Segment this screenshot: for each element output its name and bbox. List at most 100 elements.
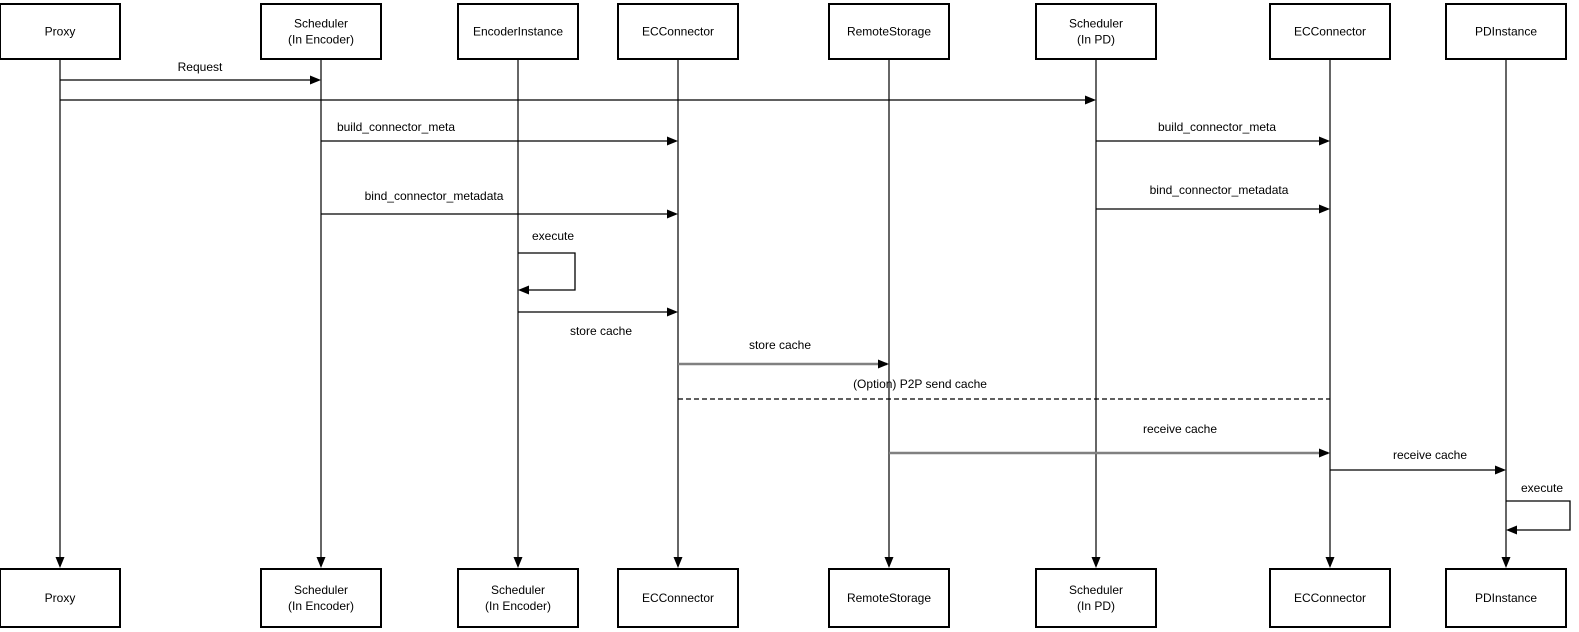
participant-top-proxy-rect <box>0 3 121 60</box>
message-receive-cache-remotestorage-to-ecconnector: receive cache <box>889 422 1330 458</box>
message-bind-connector-metadata-encoder: bind_connector_metadata <box>321 189 678 219</box>
participant-bottom-ec-connector-1-label: ECConnector <box>642 591 714 605</box>
participant-bottom-ec-connector-1: ECConnector <box>617 568 739 628</box>
lifeline-scheduler-encoder <box>316 59 326 568</box>
participant-bottom-ec-connector-1-rect <box>617 568 739 628</box>
participant-bottom-encoder-instance: Scheduler(In Encoder) <box>457 568 579 628</box>
participant-top-encoder-instance-rect <box>457 3 579 60</box>
message-store-cache-encoder-to-ecconnector: store cache <box>518 307 678 338</box>
message-proxy-to-scheduler-pd <box>60 95 1096 105</box>
participant-top-scheduler-pd-rect <box>1035 3 1157 60</box>
message-label: Request <box>178 60 223 74</box>
lifeline-ec-connector-1 <box>673 59 683 568</box>
participant-top-pd-instance-label: PDInstance <box>1475 25 1537 39</box>
arrowhead-down-icon <box>513 557 523 568</box>
participant-top-remote-storage: RemoteStorage <box>828 3 950 60</box>
participant-bottom-encoder-instance-label: Scheduler(In Encoder) <box>485 583 551 613</box>
message-store-cache-ecconnector-to-remotestorage: store cache <box>678 338 889 369</box>
message-label: receive cache <box>1143 422 1217 436</box>
participant-top-proxy: Proxy <box>0 3 121 60</box>
participant-top-ec-connector-1-label: ECConnector <box>642 25 714 39</box>
arrowhead-down-icon <box>1091 557 1101 568</box>
participant-bottom-pd-instance-label: PDInstance <box>1475 591 1537 605</box>
arrowhead-right-icon <box>1495 465 1506 475</box>
participant-bottom-proxy: Proxy <box>0 568 121 628</box>
participant-top-ec-connector-2: ECConnector <box>1269 3 1391 60</box>
message-bind-connector-metadata-pd: bind_connector_metadata <box>1096 183 1330 214</box>
lifeline-proxy <box>55 59 65 568</box>
arrowhead-right-icon <box>1319 204 1330 214</box>
message-label: bind_connector_metadata <box>365 189 504 203</box>
lifeline-scheduler-pd <box>1091 59 1101 568</box>
arrowhead-right-icon <box>667 307 678 317</box>
participant-top-scheduler-encoder-label: Scheduler(In Encoder) <box>288 17 354 47</box>
participant-top-pd-instance-rect <box>1445 3 1567 60</box>
participant-bottom-encoder-instance-rect <box>457 568 579 628</box>
participant-bottom-remote-storage-rect <box>828 568 950 628</box>
participant-bottom-ec-connector-2-label: ECConnector <box>1294 591 1366 605</box>
arrowhead-down-icon <box>1501 557 1511 568</box>
participant-bottom-scheduler-pd: Scheduler(In PD) <box>1035 568 1157 628</box>
message-label: bind_connector_metadata <box>1150 183 1289 197</box>
arrowhead-right-icon <box>1319 136 1330 146</box>
lifeline-ec-connector-2 <box>1325 59 1335 568</box>
participant-bottom-scheduler-encoder-label: Scheduler(In Encoder) <box>288 583 354 613</box>
participant-top-scheduler-encoder: Scheduler(In Encoder) <box>260 3 382 60</box>
participant-bottom-pd-instance-rect <box>1445 568 1567 628</box>
participant-top-scheduler-pd-label: Scheduler(In PD) <box>1069 17 1123 47</box>
participant-bottom-scheduler-pd-label: Scheduler(In PD) <box>1069 583 1123 613</box>
self-message-line <box>518 252 576 291</box>
arrowhead-right-icon <box>878 359 889 369</box>
participant-top-encoder-instance-label: EncoderInstance <box>473 25 563 39</box>
participant-top-ec-connector-1-rect <box>617 3 739 60</box>
arrowhead-right-icon <box>667 136 678 146</box>
participant-bottom-pd-instance: PDInstance <box>1445 568 1567 628</box>
message-label: store cache <box>749 338 811 352</box>
self-message-line <box>1506 500 1571 531</box>
participant-bottom-remote-storage: RemoteStorage <box>828 568 950 628</box>
participant-bottom-scheduler-pd-rect <box>1035 568 1157 628</box>
lifeline-remote-storage <box>884 59 894 568</box>
arrowhead-down-icon <box>673 557 683 568</box>
message-execute-pd-instance: execute <box>1506 481 1571 535</box>
message-label: execute <box>1521 481 1563 495</box>
arrowhead-down-icon <box>55 557 65 568</box>
participant-top-remote-storage-label: RemoteStorage <box>847 25 931 39</box>
arrowhead-down-icon <box>884 557 894 568</box>
participant-bottom-proxy-rect <box>0 568 121 628</box>
participant-top-pd-instance: PDInstance <box>1445 3 1567 60</box>
arrowhead-right-icon <box>1085 95 1096 105</box>
arrowhead-right-icon <box>667 209 678 219</box>
arrowhead-right-icon <box>310 75 321 85</box>
arrowhead-left-icon <box>518 285 529 295</box>
lifeline-pd-instance <box>1501 59 1511 568</box>
participant-top-scheduler-encoder-rect <box>260 3 382 60</box>
participant-top-encoder-instance: EncoderInstance <box>457 3 579 60</box>
participant-top-ec-connector-1: ECConnector <box>617 3 739 60</box>
message-build-connector-meta-encoder: build_connector_meta <box>321 120 678 146</box>
participant-bottom-scheduler-encoder-rect <box>260 568 382 628</box>
message-execute-encoder-instance: execute <box>518 229 576 295</box>
participant-top-proxy-label: Proxy <box>45 25 76 39</box>
participant-top-scheduler-pd: Scheduler(In PD) <box>1035 3 1157 60</box>
message-label: (Option) P2P send cache <box>853 377 987 391</box>
participant-top-ec-connector-2-label: ECConnector <box>1294 25 1366 39</box>
participant-top-ec-connector-2-rect <box>1269 3 1391 60</box>
message-label: build_connector_meta <box>337 120 455 134</box>
lifeline-encoder-instance <box>513 59 523 568</box>
participant-bottom-scheduler-encoder: Scheduler(In Encoder) <box>260 568 382 628</box>
message-label: execute <box>532 229 574 243</box>
message-label: receive cache <box>1393 448 1467 462</box>
participant-top-remote-storage-rect <box>828 3 950 60</box>
participant-bottom-proxy-label: Proxy <box>45 591 76 605</box>
participant-bottom-ec-connector-2: ECConnector <box>1269 568 1391 628</box>
arrowhead-down-icon <box>316 557 326 568</box>
message-request: Request <box>60 60 321 85</box>
message-label: build_connector_meta <box>1158 120 1276 134</box>
message-label: store cache <box>570 324 632 338</box>
message-build-connector-meta-pd: build_connector_meta <box>1096 120 1330 146</box>
message-receive-cache-ecconnector-to-pdinstance: receive cache <box>1330 448 1506 475</box>
arrowhead-right-icon <box>1319 448 1330 458</box>
